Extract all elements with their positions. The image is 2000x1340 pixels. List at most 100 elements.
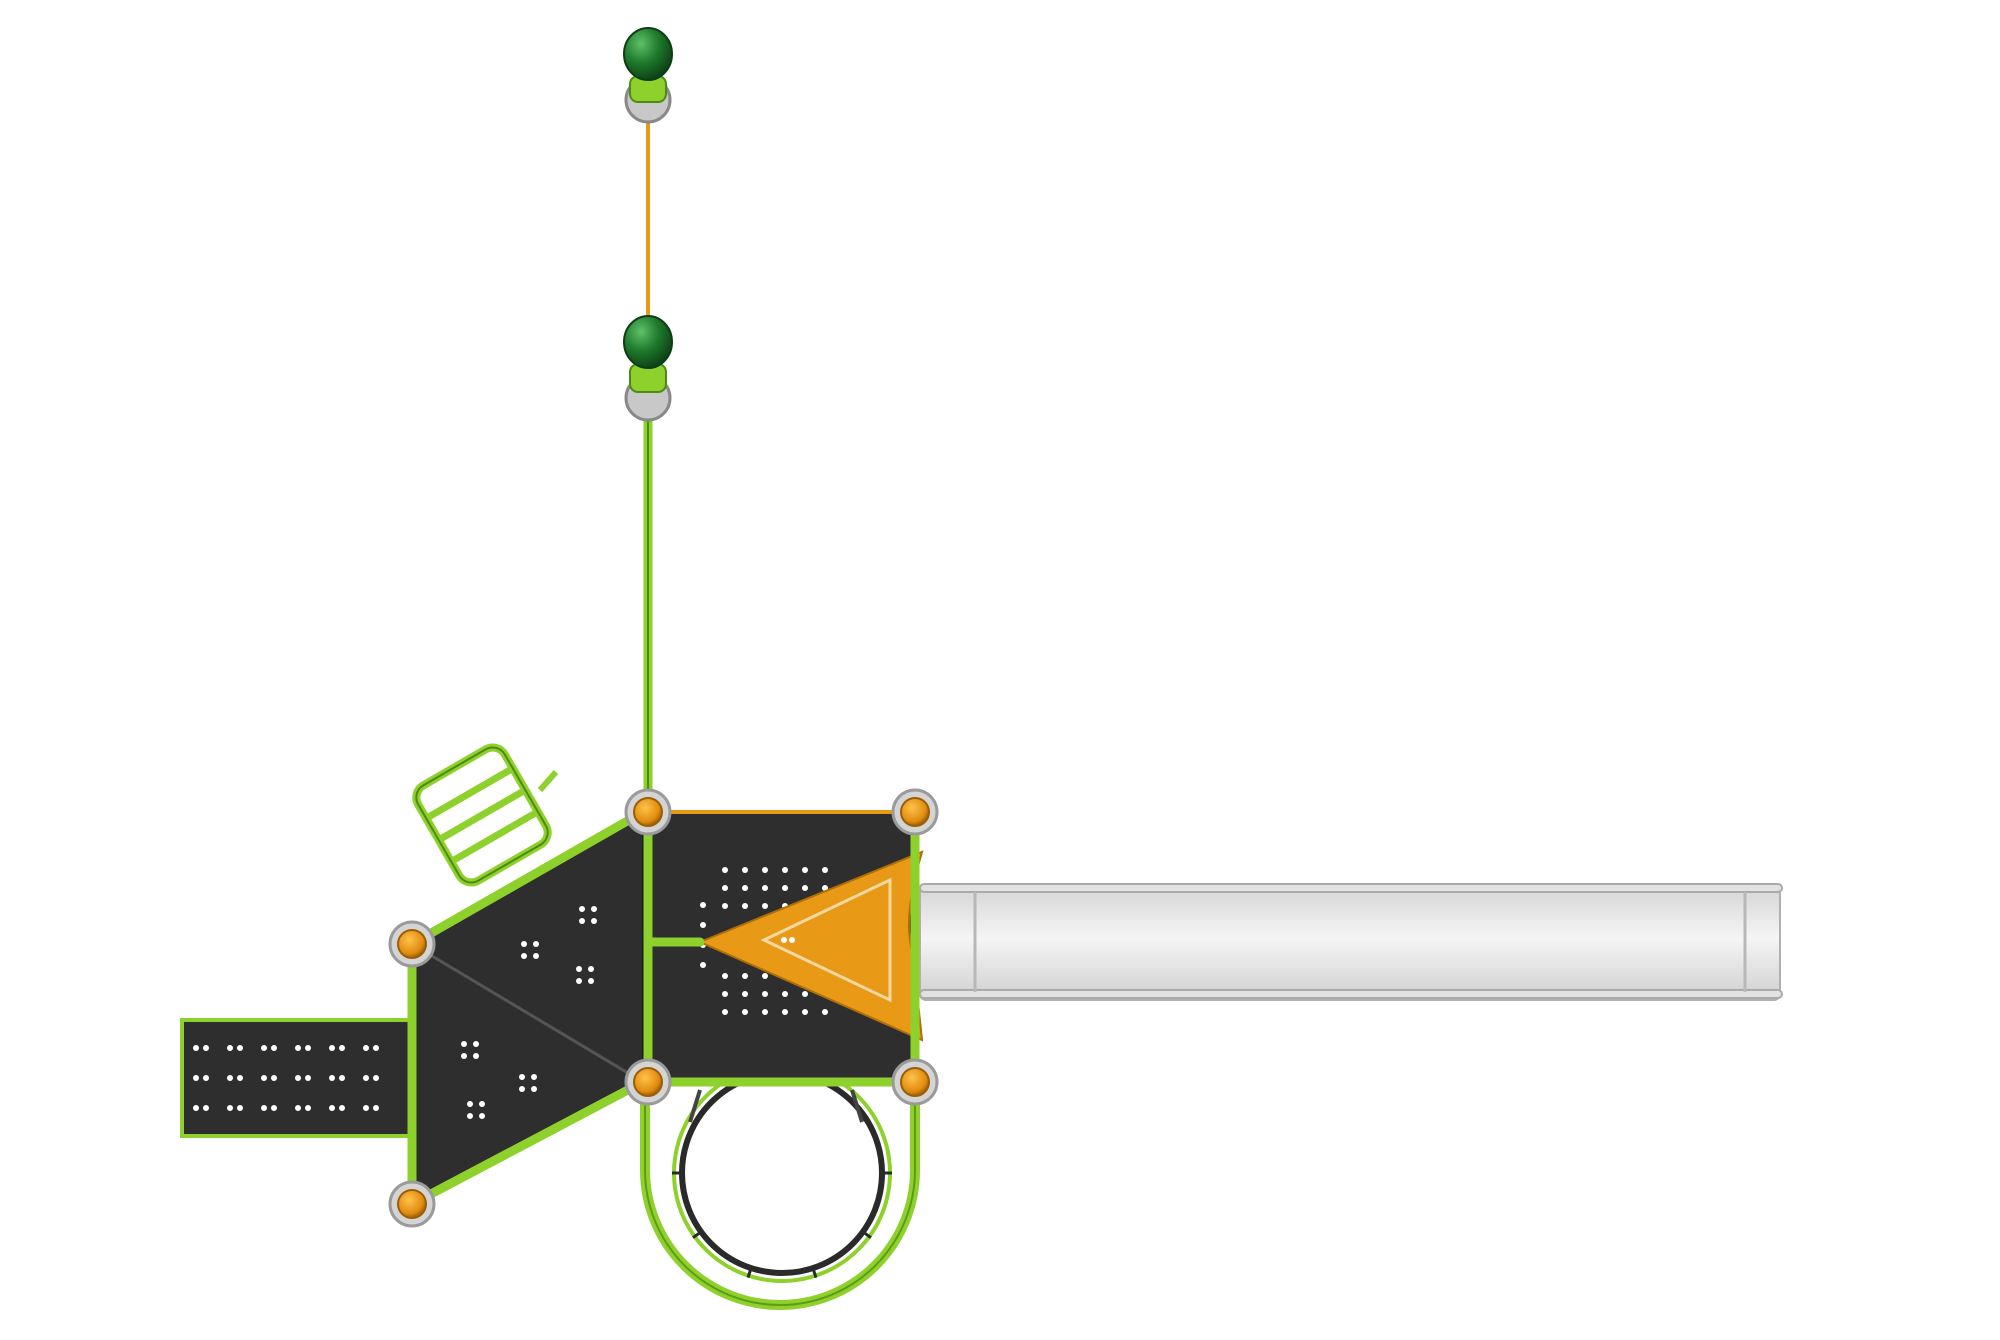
deck-dot bbox=[531, 1086, 537, 1092]
circle-cap-icon bbox=[900, 1067, 930, 1097]
deck-dot bbox=[742, 885, 748, 891]
deck-dot bbox=[588, 978, 594, 984]
globe-lamp-icon bbox=[623, 315, 673, 369]
ramp-dot bbox=[373, 1045, 379, 1051]
deck-dot bbox=[700, 922, 706, 928]
deck-dot bbox=[461, 1041, 467, 1047]
ramp-dot bbox=[261, 1045, 267, 1051]
ramp-dot bbox=[329, 1045, 335, 1051]
rail-left-top bbox=[407, 807, 648, 949]
deck-dot bbox=[576, 966, 582, 972]
ramp-dot bbox=[363, 1045, 369, 1051]
ramp-dot bbox=[227, 1045, 233, 1051]
tube-opening bbox=[679, 1070, 885, 1276]
globe-lamp-icon bbox=[623, 27, 673, 81]
deck-dot bbox=[531, 1074, 537, 1080]
ramp-dot bbox=[295, 1105, 301, 1111]
deck-dot bbox=[762, 973, 768, 979]
deck-dot bbox=[822, 1009, 828, 1015]
circle-cap-icon bbox=[900, 797, 930, 827]
deck-dot bbox=[533, 953, 539, 959]
circle-cap-icon bbox=[633, 797, 663, 827]
deck-dot bbox=[591, 918, 597, 924]
deck-dot bbox=[576, 978, 582, 984]
deck-dot bbox=[722, 991, 728, 997]
tube-tick bbox=[862, 1230, 872, 1239]
ramp-dot bbox=[373, 1105, 379, 1111]
deck-dot bbox=[742, 903, 748, 909]
deck-dot bbox=[479, 1101, 485, 1107]
deck-dot bbox=[700, 962, 706, 968]
globe-top[interactable] bbox=[623, 27, 673, 124]
ramp-dot bbox=[329, 1105, 335, 1111]
deck-dot bbox=[722, 903, 728, 909]
deck-dot bbox=[722, 1009, 728, 1015]
ramp-dot bbox=[363, 1105, 369, 1111]
tube-tick bbox=[811, 1267, 818, 1279]
deck-dot bbox=[762, 1009, 768, 1015]
ramp-dot bbox=[237, 1045, 243, 1051]
deck-dot bbox=[473, 1053, 479, 1059]
deck-dot bbox=[722, 973, 728, 979]
deck-dot bbox=[802, 991, 808, 997]
deck-dot bbox=[802, 885, 808, 891]
ramp-dot bbox=[339, 1045, 345, 1051]
deck-dot bbox=[473, 1041, 479, 1047]
circle-cap-icon bbox=[397, 1189, 427, 1219]
ladder-icon bbox=[412, 743, 552, 887]
deck-dot bbox=[822, 885, 828, 891]
tube-outer-frame-edge bbox=[644, 1082, 916, 1306]
ramp-dot bbox=[193, 1105, 199, 1111]
ramp-dot bbox=[193, 1045, 199, 1051]
deck-dot bbox=[742, 1009, 748, 1015]
deck-dot bbox=[742, 867, 748, 873]
deck-dot bbox=[822, 867, 828, 873]
posts bbox=[388, 788, 939, 1228]
deck-dot bbox=[461, 1053, 467, 1059]
tube-clamp-left bbox=[688, 1089, 702, 1123]
ramp-bridge[interactable] bbox=[180, 1018, 414, 1138]
ramp-dot bbox=[295, 1045, 301, 1051]
deck-dot bbox=[782, 867, 788, 873]
ramp-dot bbox=[237, 1075, 243, 1081]
deck-dot bbox=[802, 1009, 808, 1015]
deck-dot bbox=[762, 885, 768, 891]
deck-dot bbox=[467, 1113, 473, 1119]
ramp-dot bbox=[339, 1105, 345, 1111]
ramp-dot bbox=[237, 1105, 243, 1111]
left-deck-seam bbox=[411, 942, 644, 1084]
slide[interactable] bbox=[919, 883, 1783, 1001]
deck-dot bbox=[742, 991, 748, 997]
ramp-dot bbox=[271, 1105, 277, 1111]
deck-dot bbox=[802, 867, 808, 873]
deck-dot bbox=[579, 906, 585, 912]
ladder[interactable] bbox=[411, 742, 559, 887]
ramp-dot bbox=[305, 1045, 311, 1051]
deck-dot bbox=[521, 941, 527, 947]
deck-dot bbox=[762, 991, 768, 997]
deck-dot bbox=[591, 906, 597, 912]
roof-inner-outline bbox=[760, 877, 892, 1003]
slide-rail-bottom bbox=[919, 989, 1783, 999]
ramp-dot bbox=[227, 1105, 233, 1111]
tube-tick bbox=[746, 1267, 753, 1279]
crawl-tube[interactable] bbox=[640, 1063, 920, 1310]
ramp-dot bbox=[329, 1075, 335, 1081]
left-deck-dots bbox=[461, 906, 597, 1119]
deck-dot bbox=[762, 903, 768, 909]
deck-dot bbox=[533, 941, 539, 947]
deck-dot bbox=[782, 991, 788, 997]
deck-dot bbox=[782, 885, 788, 891]
deck-dot bbox=[722, 867, 728, 873]
ramp-dot bbox=[203, 1075, 209, 1081]
tube-clamp-right bbox=[850, 1089, 864, 1123]
deck-dot bbox=[519, 1086, 525, 1092]
slide-bed bbox=[919, 887, 1781, 1001]
ladder-handle bbox=[537, 770, 559, 792]
tube-ticks bbox=[672, 1171, 892, 1279]
deck-dot bbox=[782, 1009, 788, 1015]
globe-mid[interactable] bbox=[623, 315, 673, 422]
ramp-dot bbox=[261, 1075, 267, 1081]
